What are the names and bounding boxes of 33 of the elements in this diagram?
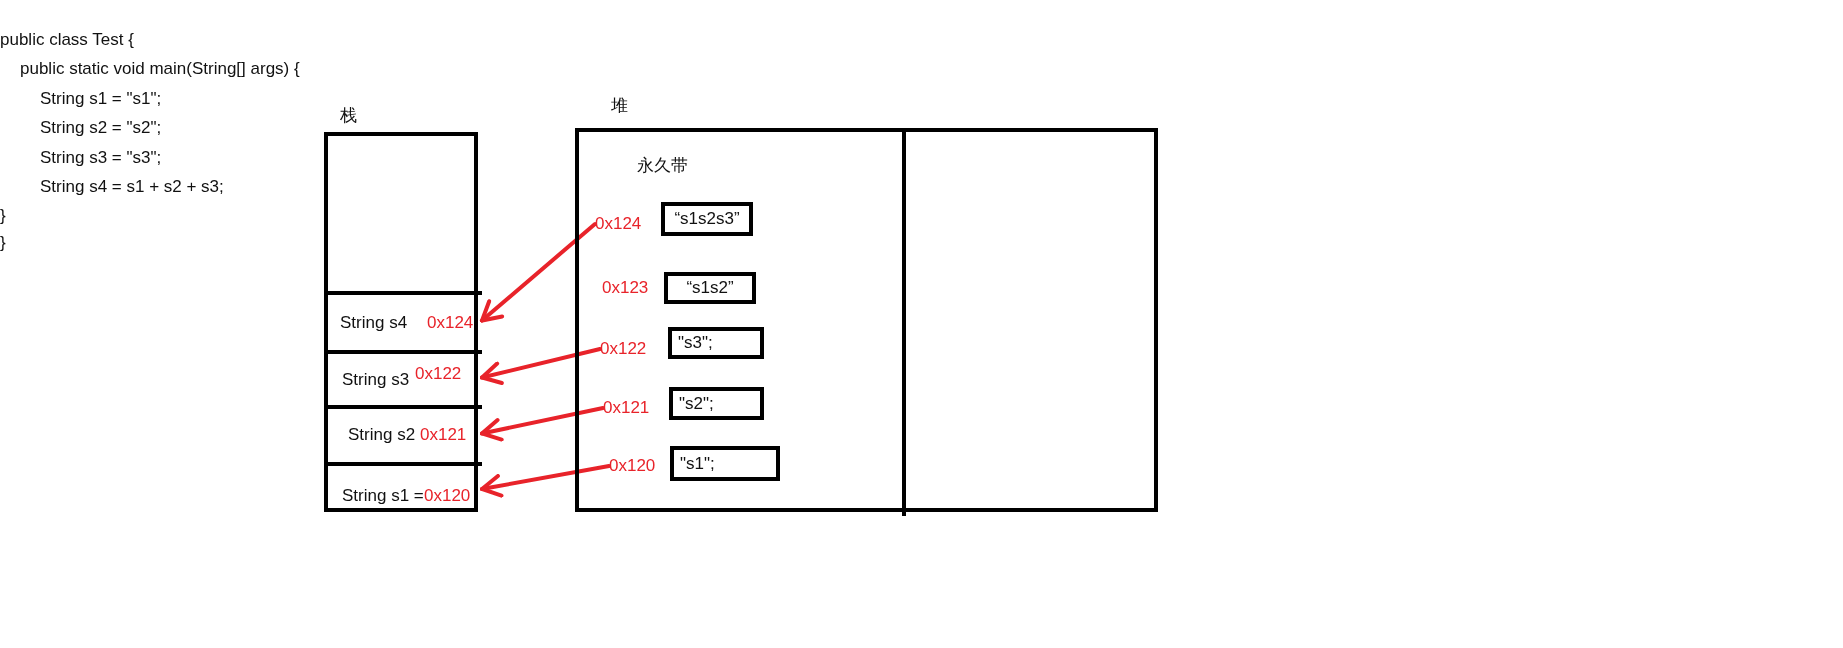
string-object-box: “s1s2s3” <box>661 202 753 236</box>
address-label: 0x124 <box>427 313 474 334</box>
string-object-box: “s1s2” <box>664 272 756 304</box>
code-line: String s1 = "s1"; <box>40 89 162 110</box>
string-object-box: "s3"; <box>668 327 764 359</box>
code-line: public static void main(String[] args) { <box>20 59 300 80</box>
address-label: 0x122 <box>600 338 652 360</box>
code-line: } <box>0 206 6 227</box>
code-line: String s2 = "s2"; <box>40 118 162 139</box>
string-object-box: "s1"; <box>670 446 780 481</box>
variable-label: String s4 <box>340 313 408 334</box>
address-label: 0x122 <box>415 364 462 385</box>
code-line: String s3 = "s3"; <box>40 148 162 169</box>
string-object-box: "s2"; <box>669 387 764 420</box>
heap-heading: 堆 <box>611 96 628 117</box>
variable-label: String s1 = <box>342 486 424 507</box>
address-label: 0x124 <box>595 213 647 235</box>
address-label: 0x120 <box>424 486 471 507</box>
address-label: 0x121 <box>420 425 467 446</box>
address-label: 0x123 <box>602 278 649 299</box>
stack-heading: 栈 <box>340 106 357 127</box>
code-line: } <box>0 233 6 254</box>
area-heading: 永久带 <box>637 156 688 177</box>
arrow <box>480 222 597 323</box>
arrow <box>480 464 611 498</box>
address-label: 0x120 <box>609 455 661 477</box>
address-label: 0x121 <box>603 397 655 419</box>
variable-label: String s2 <box>348 425 416 446</box>
arrow <box>480 347 602 385</box>
variable-label: String s3 <box>342 370 410 391</box>
code-line: String s4 = s1 + s2 + s3; <box>40 177 224 198</box>
code-line: public class Test { <box>0 30 134 51</box>
arrow <box>480 406 605 442</box>
